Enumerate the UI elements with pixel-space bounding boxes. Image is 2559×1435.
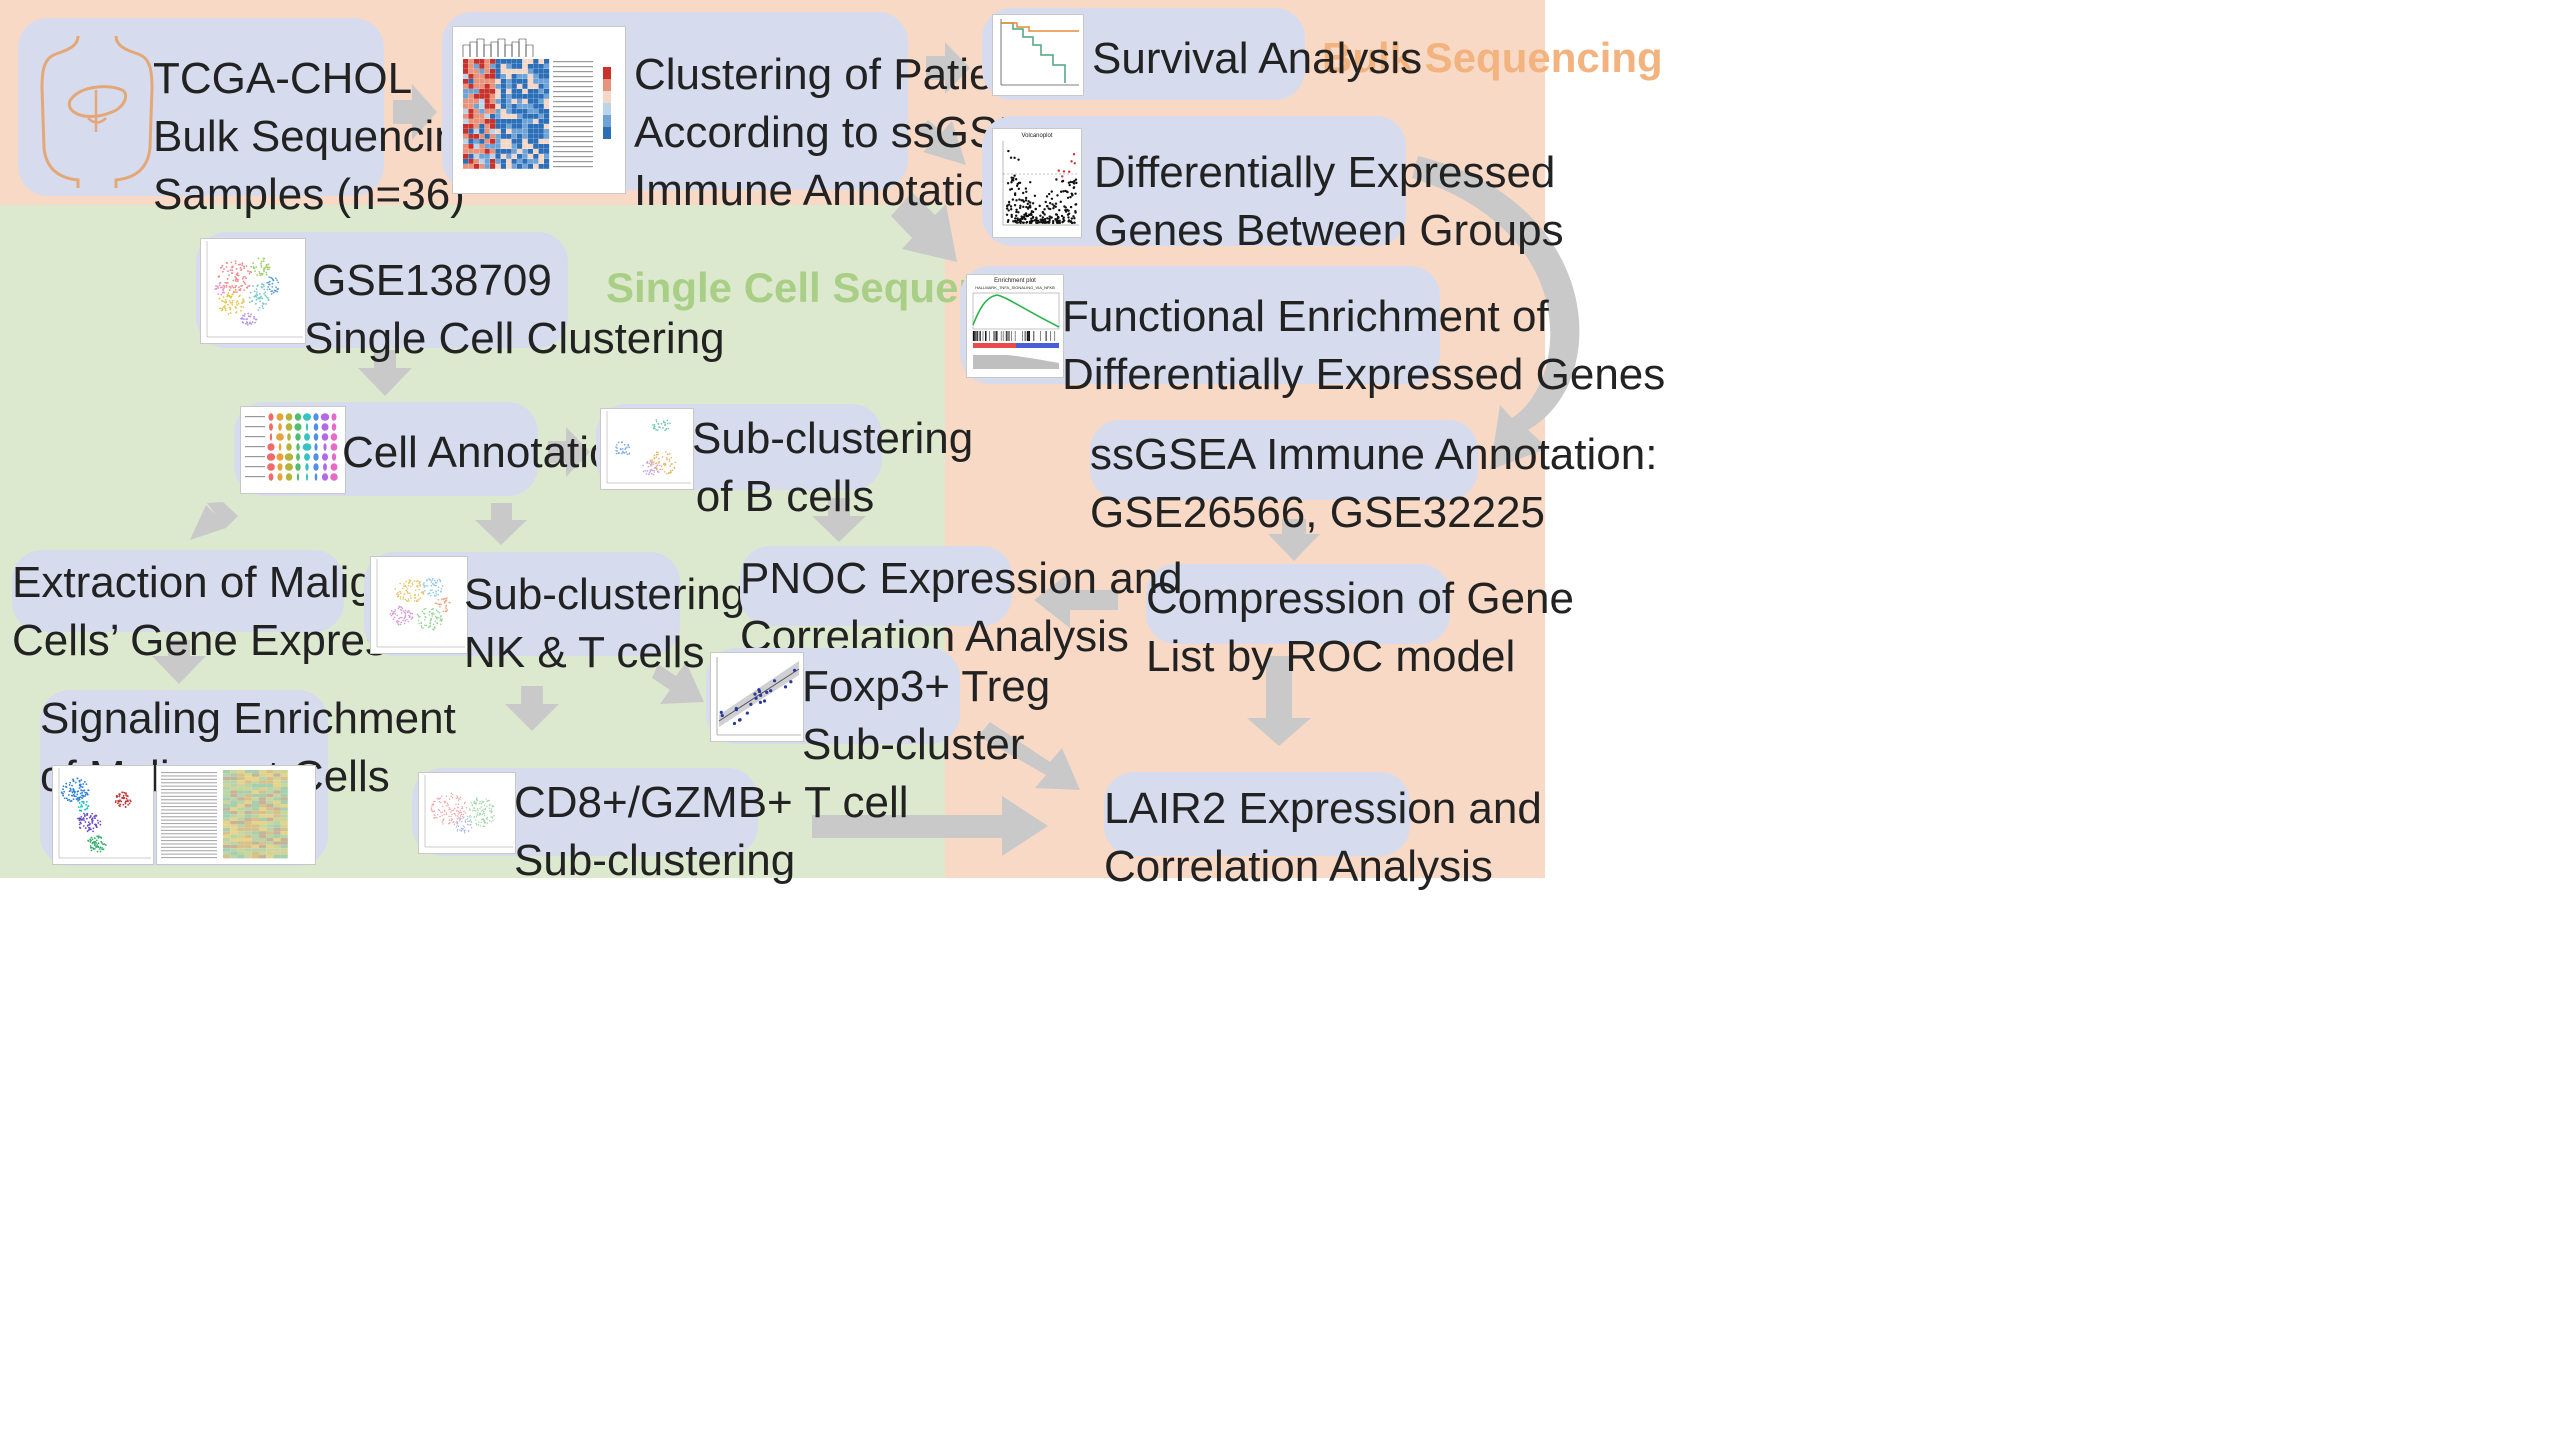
arrow-annotation-to-malignant [190, 502, 238, 540]
clustering-line-2: According to ssGSEA [634, 108, 1058, 158]
bcells-text: Sub-clustering of B cells [692, 410, 974, 526]
gsea-plot-thumbnail: Enrichment plot HALLMARK_TNFA_SIGNALING_… [966, 274, 1064, 378]
malignant-text: Extraction of Malignant Cells’ Gene Expr… [12, 554, 468, 670]
cd8-line-1: CD8+/GZMB+ T cell [514, 778, 909, 827]
foxp3-line-2: Sub-cluster [802, 720, 1025, 770]
pnoc-box[interactable]: PNOC Expression and Correlation Analysis [740, 546, 1183, 661]
ssgsea-annotation-box[interactable]: ssGSEA Immune Annotation: GSE26566, GSE3… [1090, 420, 1657, 537]
enrichment-text: Functional Enrichment of Differentially … [1062, 288, 1666, 404]
tsne-cluster-thumbnail [200, 238, 306, 344]
ssgsea-line-1: ssGSEA Immune Annotation: [1090, 430, 1658, 479]
foxp3-line-1: Foxp3+ Treg [802, 662, 1051, 711]
tcga-line-3: Samples (n=36) [153, 170, 465, 220]
arrow-clustering-to-deg [918, 120, 966, 165]
cell-annotation-box[interactable]: Cell Annotation [234, 402, 638, 496]
clustering-patients-box[interactable]: Clustering of Patients According to ssGS… [442, 12, 1057, 215]
arrow-roc-to-pnoc [1034, 572, 1118, 628]
bulk-sequencing-label: Bulk Sequencing [1322, 34, 1663, 81]
enrichment-line-2: Differentially Expressed Genes [1062, 350, 1666, 400]
b-cell-subclustering-box[interactable]: Sub-clustering of B cells [596, 404, 973, 521]
clustering-text: Clustering of Patients According to ssGS… [634, 46, 1058, 220]
gse-line-2: Single Cell Clustering [304, 314, 725, 364]
lair2-text: LAIR2 Expression and Correlation Analysi… [1104, 780, 1542, 896]
tcga-chol-box[interactable]: TCGA-CHOL Bulk Sequencing Samples (n=36) [18, 18, 483, 219]
functional-enrichment-box[interactable]: Enrichment plot HALLMARK_TNFA_SIGNALING_… [960, 266, 1665, 399]
enrichment-line-1: Functional Enrichment of [1062, 292, 1549, 341]
cd8-line-2: Sub-clustering [514, 836, 796, 886]
gse138709-box[interactable]: GSE138709 Single Cell Clustering [196, 232, 725, 363]
volcano-title: Volcanoplot [1021, 133, 1052, 139]
arrow-clustering-to-enrichment [891, 192, 957, 262]
malignant-line-2: Cells’ Gene Expression [12, 616, 468, 666]
nkt-line-2: NK & T cells [464, 628, 705, 678]
tcga-line-1: TCGA-CHOL [153, 54, 413, 103]
nkt-line-1: Sub-clustering of [464, 570, 795, 619]
arrow-annotation-to-bcells [548, 427, 590, 477]
gsea-subtitle: HALLMARK_TNFA_SIGNALING_VIA_NFKB [975, 285, 1055, 290]
tcga-chol-text: TCGA-CHOL Bulk Sequencing Samples (n=36) [153, 50, 484, 224]
nk-t-tsne-thumbnail [370, 556, 468, 654]
survival-text: Survival Analysis [1092, 34, 1423, 83]
arrow-roc-to-lair2 [1247, 656, 1311, 746]
pnoc-line-1: PNOC Expression and [740, 554, 1183, 603]
nkt-text: Sub-clustering of NK & T cells [464, 566, 795, 682]
signaling-line-1: Signaling Enrichment [40, 694, 456, 743]
gse-line-1: GSE138709 [312, 256, 552, 305]
arrow-nkt-to-foxp3 [652, 662, 704, 704]
correlation-scatter-thumbnail [710, 652, 804, 742]
lair2-line-2: Correlation Analysis [1104, 842, 1493, 892]
lair2-line-1: LAIR2 Expression and [1104, 784, 1542, 833]
annotation-text: Cell Annotation [342, 428, 638, 477]
gse-text: GSE138709 Single Cell Clustering [304, 252, 725, 368]
gsea-title: Enrichment plot [994, 278, 1036, 284]
foxp3-treg-box[interactable]: Foxp3+ Treg Sub-cluster [706, 648, 1050, 769]
violin-plot-thumbnail [240, 406, 346, 494]
roc-compression-box[interactable]: Compression of Gene List by ROC model [1146, 564, 1574, 681]
arrow-foxp3-to-lair2 [975, 722, 1080, 790]
malignant-line-1: Extraction of Malignant [12, 558, 460, 607]
cd8-gzmb-box[interactable]: CD8+/GZMB+ T cell Sub-clustering [412, 768, 909, 885]
cd8-tsne-thumbnail [418, 772, 516, 854]
ssgsea-line-2: GSE26566, GSE32225 [1090, 488, 1545, 538]
deg-line-1: Differentially Expressed [1094, 148, 1556, 197]
lair2-box[interactable]: LAIR2 Expression and Correlation Analysi… [1104, 772, 1542, 891]
bcells-line-2: of B cells [695, 472, 875, 522]
ssgsea-text: ssGSEA Immune Annotation: GSE26566, GSE3… [1090, 426, 1658, 542]
arrow-nkt-to-cd8 [505, 686, 559, 731]
human-torso-liver-icon [38, 28, 156, 188]
malignant-extraction-box[interactable]: Extraction of Malignant Cells’ Gene Expr… [12, 550, 468, 665]
roc-text: Compression of Gene List by ROC model [1146, 570, 1574, 686]
kaplan-meier-thumbnail [992, 14, 1084, 96]
tcga-line-2: Bulk Sequencing [153, 112, 484, 162]
nk-t-subclustering-box[interactable]: Sub-clustering of NK & T cells [364, 552, 794, 677]
arrow-curved-deg-to-ssgsea [1412, 156, 1580, 470]
malignant-umap-thumbnail [52, 765, 154, 865]
deg-line-2: Genes Between Groups [1094, 206, 1564, 256]
arrow-clustering-to-survival [926, 42, 970, 94]
arrow-annotation-to-nkt [475, 503, 527, 545]
foxp3-text: Foxp3+ Treg Sub-cluster [802, 658, 1051, 774]
b-cell-scatter-thumbnail [600, 408, 694, 490]
clustering-line-1: Clustering of Patients [634, 50, 1053, 99]
arrow-cd8-to-lair2 [812, 796, 1048, 856]
deg-box[interactable]: Volcanoplot Differentially Expressed Gen… [982, 116, 1564, 255]
heatmap-thumbnail [452, 26, 626, 194]
deg-text: Differentially Expressed Genes Between G… [1094, 144, 1564, 260]
volcano-plot-thumbnail: Volcanoplot [992, 128, 1082, 238]
clustering-line-3: Immune Annotation [634, 166, 1014, 216]
arrow-ssgsea-to-roc [1268, 519, 1320, 561]
signaling-heatmap-thumbnail [156, 765, 316, 865]
cd8-text: CD8+/GZMB+ T cell Sub-clustering [514, 774, 909, 890]
roc-line-1: Compression of Gene [1146, 574, 1574, 623]
arrow-malignant-to-signaling [152, 640, 206, 684]
arrow-tcga-to-clustering [393, 84, 437, 140]
bcells-line-1: Sub-clustering [692, 414, 974, 463]
arrow-bcells-to-pnoc [812, 498, 866, 542]
survival-analysis-box[interactable]: Survival Analysis [982, 8, 1423, 100]
roc-line-2: List by ROC model [1146, 632, 1516, 682]
arrow-gse-to-annotation [358, 350, 412, 396]
